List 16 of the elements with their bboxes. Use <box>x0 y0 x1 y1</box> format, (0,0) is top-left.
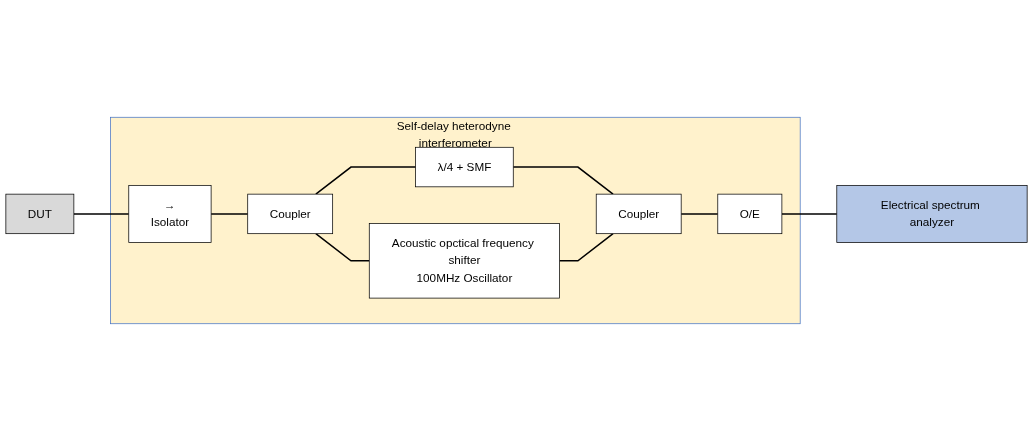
node-box: Coupler <box>595 193 682 235</box>
node-box: → Isolator <box>128 185 212 243</box>
node-box: O/E <box>717 193 783 235</box>
connector <box>512 166 614 195</box>
connector <box>210 213 249 215</box>
connector <box>315 232 370 262</box>
node-box: λ/4 + SMF <box>415 146 514 188</box>
connector <box>315 166 417 195</box>
connector <box>558 232 614 262</box>
node-box: Electrical spectrum analyzer <box>836 185 1028 243</box>
connector <box>781 213 838 215</box>
connector <box>73 213 130 215</box>
node-box: Acoustic opctical frequency shifter 100MHz Oscillator <box>368 223 560 299</box>
node-box: DUT <box>5 193 75 235</box>
node-box: Coupler <box>247 193 334 235</box>
connector <box>680 213 719 215</box>
